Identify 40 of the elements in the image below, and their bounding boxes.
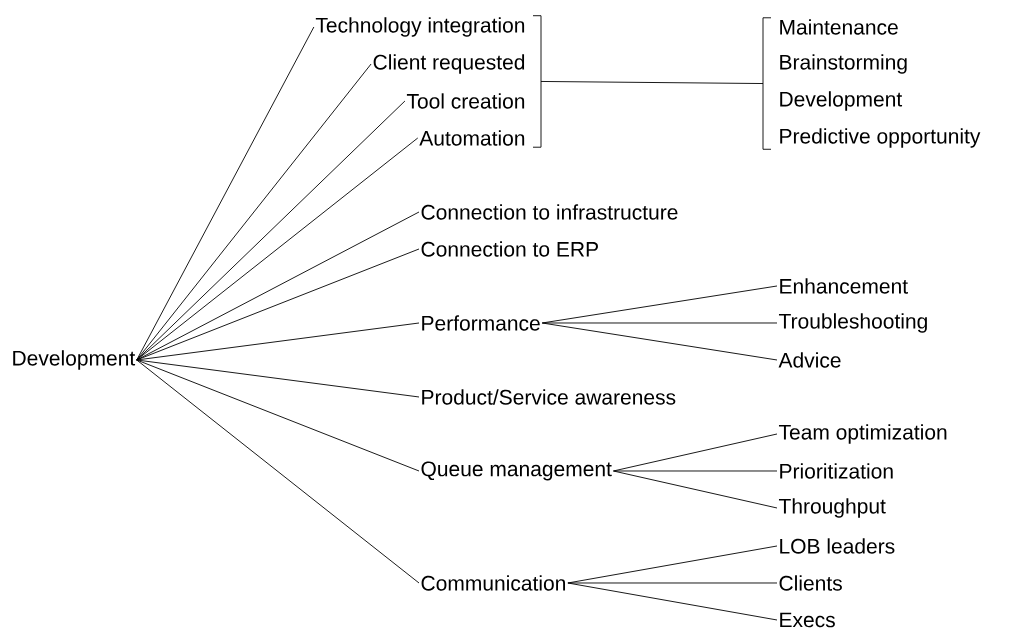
branch-line bbox=[136, 322, 420, 361]
topic-label: Technology integration bbox=[315, 17, 525, 37]
topic-label: Execs bbox=[780, 612, 835, 628]
branch-line bbox=[136, 26, 315, 361]
topic-label: Queue management bbox=[421, 461, 612, 481]
branch-line bbox=[136, 359, 420, 584]
topic-label: LOB leaders bbox=[780, 538, 895, 554]
topic-label: Brainstorming bbox=[780, 54, 907, 74]
topic-label: Performance bbox=[422, 315, 540, 331]
topic-label: Enhancement bbox=[780, 278, 908, 294]
topic-label: Clients bbox=[779, 575, 842, 591]
topic-label: Throughput bbox=[778, 498, 886, 518]
branch-line bbox=[136, 211, 420, 361]
branch-line bbox=[613, 470, 778, 472]
branch-line bbox=[541, 322, 778, 361]
branch-line bbox=[136, 248, 420, 361]
topic-label: Communication bbox=[421, 575, 565, 591]
branch-line bbox=[567, 582, 778, 621]
branch-line bbox=[613, 470, 778, 509]
topic-label: Product/Service awareness bbox=[422, 389, 676, 405]
topic-label: Prioritization bbox=[780, 463, 893, 479]
topic-label: Team optimization bbox=[778, 424, 947, 444]
branch-line bbox=[136, 137, 419, 361]
branch-line bbox=[567, 582, 778, 584]
branch-line bbox=[136, 359, 420, 398]
topic-label: Troubleshooting bbox=[778, 313, 927, 333]
topic-label: Tool creation bbox=[406, 93, 525, 109]
topic-label: Automation bbox=[419, 130, 525, 146]
topic-label: Maintenance bbox=[780, 19, 898, 35]
topic-label: Predictive opportunity bbox=[780, 128, 981, 148]
topic-label: Development bbox=[780, 91, 903, 111]
root-label: Development bbox=[13, 350, 136, 370]
branch-line bbox=[136, 100, 406, 361]
topic-label: Connection to infrastructure bbox=[421, 204, 678, 220]
topic-label: Client requested bbox=[373, 54, 525, 74]
topic-label: Connection to ERP bbox=[421, 241, 598, 257]
bracket-connector bbox=[532, 15, 772, 150]
topic-label: Advice bbox=[778, 352, 841, 368]
branch-line bbox=[136, 359, 420, 472]
branch-line bbox=[541, 322, 778, 324]
